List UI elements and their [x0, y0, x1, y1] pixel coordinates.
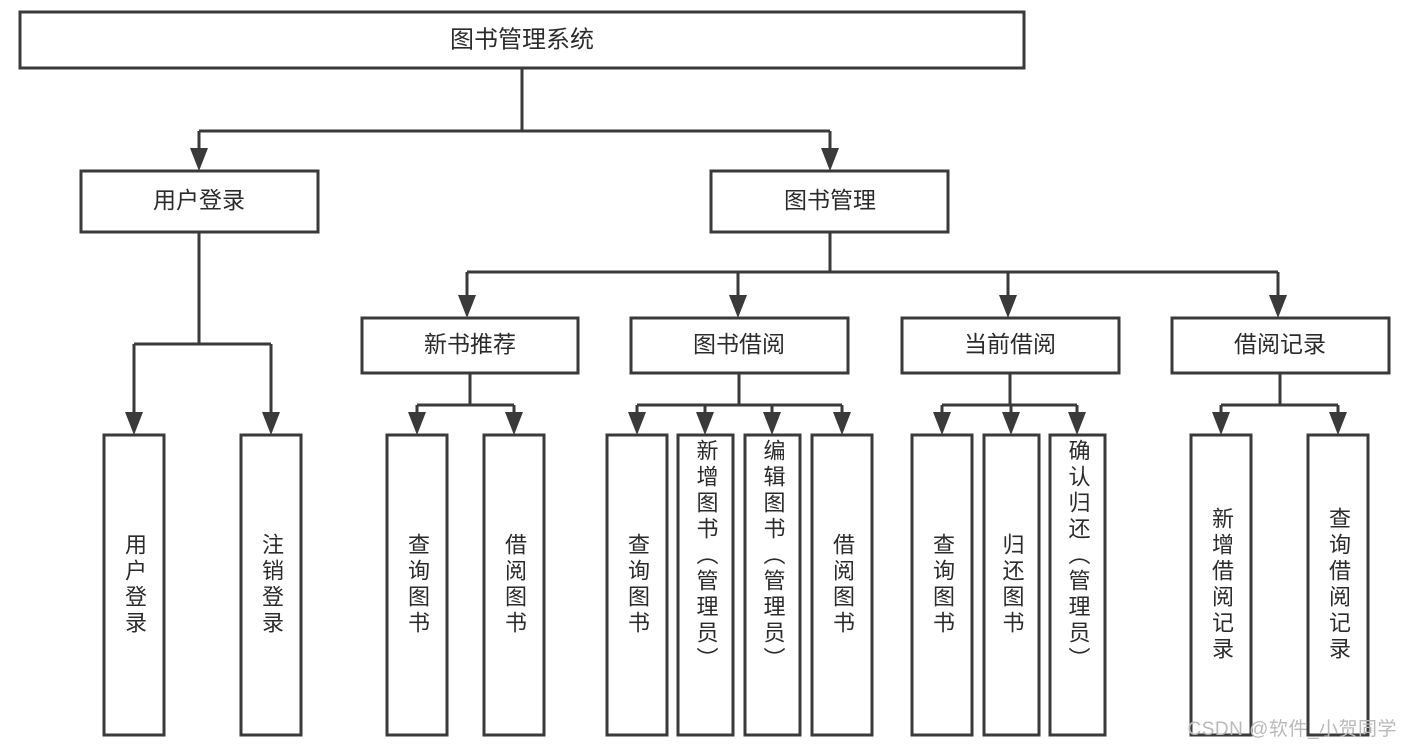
connectors-user-login-to-leaves: [125, 232, 280, 435]
node-user-login-label: 用户登录: [153, 187, 245, 213]
connectors-book-borrow-to-leaves: [628, 373, 851, 435]
node-user-login-box[interactable]: [79, 169, 320, 234]
arrow-head-leaf-user-login: [125, 412, 143, 435]
node-root-label: 图书管理系统: [450, 26, 594, 53]
node-current-borrow-box[interactable]: [900, 316, 1121, 375]
arrow-head-leaf-confirm-return-admin: [1068, 412, 1086, 435]
node-leaf-borrow-book-newbook-box[interactable]: [482, 433, 546, 737]
arrow-head-leaf-return-book: [1002, 412, 1020, 435]
arrow-head-user-login: [190, 148, 208, 171]
node-leaf-return-book-box[interactable]: [982, 433, 1041, 737]
node-book-management-label: 图书管理: [784, 187, 876, 213]
node-root[interactable]: 图书管理系统: [18, 10, 1026, 70]
arrow-head-leaf-borrow-book-newbook: [505, 412, 523, 435]
arrow-head-book-borrow: [729, 295, 747, 318]
leaf-boxes: [102, 433, 1370, 737]
node-user-login[interactable]: 用户登录: [79, 169, 320, 234]
node-root-box[interactable]: [18, 10, 1026, 70]
node-borrow-records-box[interactable]: [1170, 316, 1391, 375]
node-borrow-records[interactable]: 借阅记录: [1170, 316, 1391, 375]
arrow-head-leaf-user-logout: [262, 412, 280, 435]
arrow-head-leaf-borrow-book: [833, 412, 851, 435]
connectors-book-management-to-level2: [458, 232, 1287, 318]
node-leaf-add-book-admin-box[interactable]: [676, 433, 735, 737]
node-leaf-query-book-newbook-box[interactable]: [385, 433, 449, 737]
connectors-root-to-level1: [190, 68, 839, 171]
arrow-head-borrow-records: [1269, 295, 1287, 318]
connectors-borrow-records-to-leaves: [1212, 373, 1347, 435]
node-leaf-user-logout-box[interactable]: [239, 433, 303, 737]
node-book-borrow-box[interactable]: [629, 316, 850, 375]
node-book-management[interactable]: 图书管理: [709, 169, 950, 234]
csdn-watermark: CSDN @软件_小贺同学: [1187, 719, 1397, 740]
arrow-head-leaf-query-book-borrow: [628, 412, 646, 435]
node-borrow-records-label: 借阅记录: [1234, 331, 1326, 357]
arrow-head-leaf-query-borrow-record: [1329, 412, 1347, 435]
node-book-borrow[interactable]: 图书借阅: [629, 316, 850, 375]
arrow-head-leaf-add-borrow-record: [1212, 412, 1230, 435]
arrow-head-leaf-query-book-current: [933, 412, 951, 435]
node-leaf-query-book-borrow-box[interactable]: [605, 433, 669, 737]
node-new-book-recommend[interactable]: 新书推荐: [360, 316, 580, 375]
arrow-head-current-borrow: [999, 295, 1017, 318]
node-book-management-box[interactable]: [709, 169, 950, 234]
node-leaf-confirm-return-admin-box[interactable]: [1048, 433, 1107, 737]
node-leaf-borrow-book-box[interactable]: [810, 433, 874, 737]
node-leaf-user-login-box[interactable]: [102, 433, 166, 737]
node-book-borrow-label: 图书借阅: [693, 331, 785, 357]
arrow-head-book-management: [821, 148, 839, 171]
arrow-head-new-book-recommend: [458, 295, 476, 318]
arrow-head-leaf-query-book-newbook: [408, 412, 426, 435]
connectors-current-borrow-to-leaves: [933, 373, 1086, 435]
node-current-borrow-label: 当前借阅: [964, 331, 1056, 357]
node-leaf-add-borrow-record-box[interactable]: [1189, 433, 1253, 737]
node-leaf-edit-book-admin-box[interactable]: [743, 433, 802, 737]
node-leaf-query-book-current-box[interactable]: [910, 433, 974, 737]
connectors-new-book-recommend-to-leaves: [408, 373, 523, 435]
node-leaf-query-borrow-record-box[interactable]: [1306, 433, 1370, 737]
node-new-book-recommend-box[interactable]: [360, 316, 580, 375]
node-current-borrow[interactable]: 当前借阅: [900, 316, 1121, 375]
arrow-head-leaf-add-book-admin: [696, 412, 714, 435]
node-new-book-recommend-label: 新书推荐: [424, 331, 516, 357]
arrow-head-leaf-edit-book-admin: [763, 412, 781, 435]
